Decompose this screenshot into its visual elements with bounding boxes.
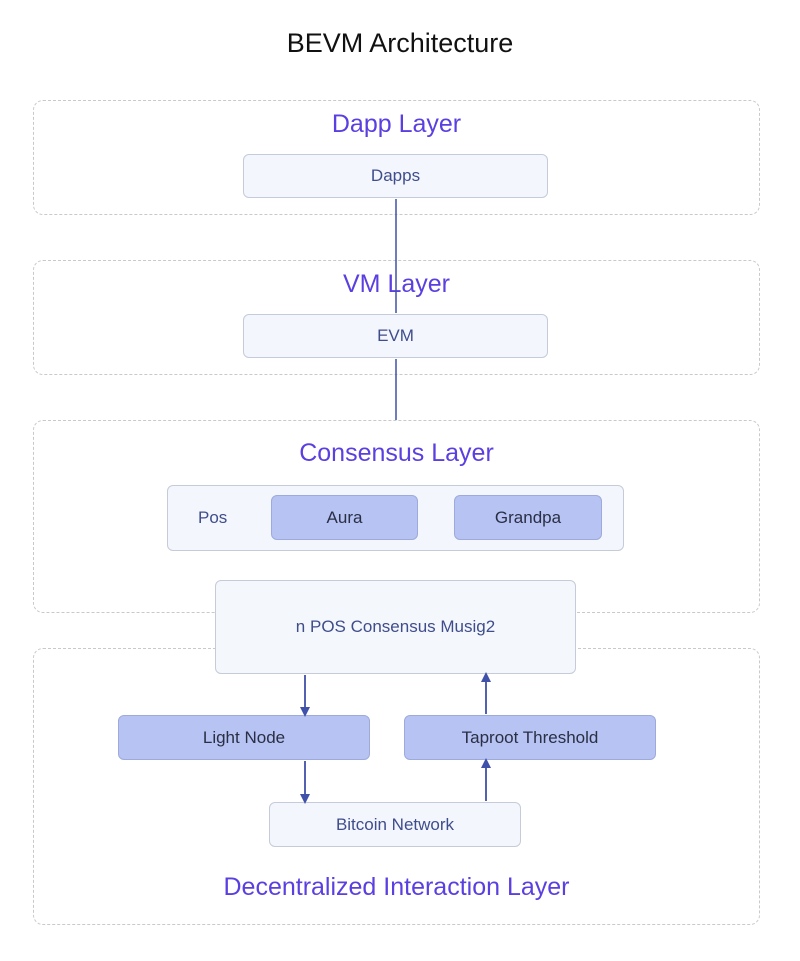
taproot-threshold-box: Taproot Threshold [404,715,656,760]
evm-box: EVM [243,314,548,358]
pos-label: Pos [198,508,228,527]
bitcoin-network-box: Bitcoin Network [269,802,521,847]
interaction-layer-title: Decentralized Interaction Layer [223,873,570,901]
grandpa-box: Grandpa [454,495,602,540]
light-node-box: Light Node [118,715,370,760]
dapp-layer-title: Dapp Layer [331,110,462,138]
aura-box: Aura [271,495,418,540]
interaction-layer [33,648,760,925]
musig2-consensus-box: n POS Consensus Musig2 [215,580,576,674]
dapps-box: Dapps [243,154,548,198]
consensus-layer-title: Consensus Layer [299,439,494,467]
diagram-title: BEVM Architecture [286,28,514,58]
